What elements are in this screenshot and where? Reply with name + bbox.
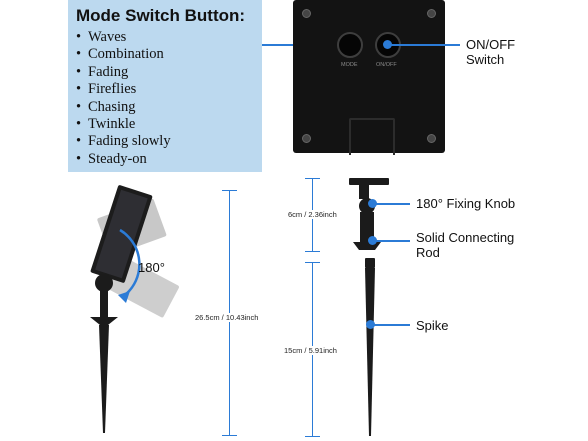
dim-total-label: 26.5cm / 10.43inch (195, 313, 259, 322)
bullet-glyph: • (76, 133, 82, 150)
dim-tick (305, 436, 320, 437)
bullet-glyph: • (76, 63, 82, 80)
rod-callout-label: Solid Connecting Rod (416, 230, 514, 260)
list-item: • Fireflies (76, 81, 171, 98)
mode-item-label: Steady-on (88, 150, 147, 167)
list-item: • Steady-on (76, 151, 171, 168)
spike-cap (365, 258, 375, 268)
mode-info-box: Mode Switch Button: • Waves • Combination … (68, 0, 262, 172)
onoff-button-label: ON/OFF (376, 62, 397, 68)
list-item: • Combination (76, 46, 171, 63)
mode-button-label: MODE (341, 62, 358, 68)
rod-base (353, 242, 381, 250)
bracket-rod-illustration (349, 178, 389, 250)
dim-line-total (229, 190, 230, 435)
mode-item-label: Fading slowly (88, 133, 171, 150)
rod-label-line1: Solid Connecting (416, 230, 515, 245)
bullet-glyph: • (76, 29, 82, 45)
mount-tab (349, 118, 395, 155)
bullet-glyph: • (76, 98, 82, 115)
spike-body (365, 268, 375, 436)
rotation-arc (119, 228, 141, 296)
spike-illustration (365, 258, 375, 436)
onoff-label-line2: Switch (466, 52, 505, 67)
bracket-top (349, 178, 389, 185)
rod-callout-line (374, 240, 410, 242)
onoff-callout-line (388, 44, 460, 46)
angle-label: 180° (138, 260, 165, 275)
knob-callout-dot (368, 199, 377, 208)
rod-callout-dot (368, 236, 377, 245)
knob-callout-label: 180° Fixing Knob (416, 196, 516, 211)
bullet-glyph: • (76, 81, 82, 98)
knob-callout-line (374, 203, 410, 205)
screw-icon (427, 9, 436, 18)
mode-button[interactable] (337, 32, 363, 58)
onoff-label-line1: ON/OFF (466, 37, 516, 52)
onoff-callout-dot (383, 40, 392, 49)
screw-icon (302, 134, 311, 143)
arrow-head-icon (118, 291, 130, 303)
list-item: • Fading slowly (76, 133, 171, 150)
spike-callout-label: Spike (416, 318, 449, 333)
solar-controller: MODE ON/OFF (293, 0, 445, 155)
rod (100, 285, 108, 317)
list-item: • Fading (76, 64, 171, 81)
dim-bottom-label: 15cm / 5.91inch (284, 346, 337, 355)
dim-top-label: 6cm / 2.36inch (288, 210, 337, 219)
bullet-glyph: • (76, 150, 82, 167)
bullet-glyph: • (76, 116, 82, 133)
connecting-rod (360, 212, 374, 242)
bracket-arm (359, 185, 369, 199)
spike-callout-line (372, 324, 410, 326)
mode-item-label: Chasing (88, 98, 136, 115)
mode-item-label: Fading (88, 63, 129, 80)
mode-item-label: Twinkle (88, 116, 136, 133)
spike-flange (90, 317, 118, 325)
mode-item-label: Waves (88, 29, 127, 45)
mode-item-label: Combination (88, 46, 164, 63)
bullet-glyph: • (76, 46, 82, 63)
assembled-light-illustration (90, 185, 179, 433)
screw-icon (302, 9, 311, 18)
screw-icon (427, 134, 436, 143)
spike (99, 325, 109, 433)
mode-title: Mode Switch Button: (76, 6, 246, 25)
dim-tick-bottom (222, 435, 237, 436)
mode-list: • Waves • Combination • Fading • Fireflies •… (76, 29, 171, 168)
mode-item-label: Fireflies (88, 81, 137, 98)
knob (95, 274, 113, 292)
list-item: • Chasing (76, 99, 171, 116)
onoff-callout-label: ON/OFF Switch (466, 37, 515, 67)
dim-tick (305, 251, 320, 252)
solar-cell (95, 189, 148, 279)
spike-callout-dot (366, 320, 375, 329)
list-item: • Twinkle (76, 116, 171, 133)
list-item: • Waves (76, 29, 171, 46)
rod-label-line2: Rod (416, 245, 440, 260)
